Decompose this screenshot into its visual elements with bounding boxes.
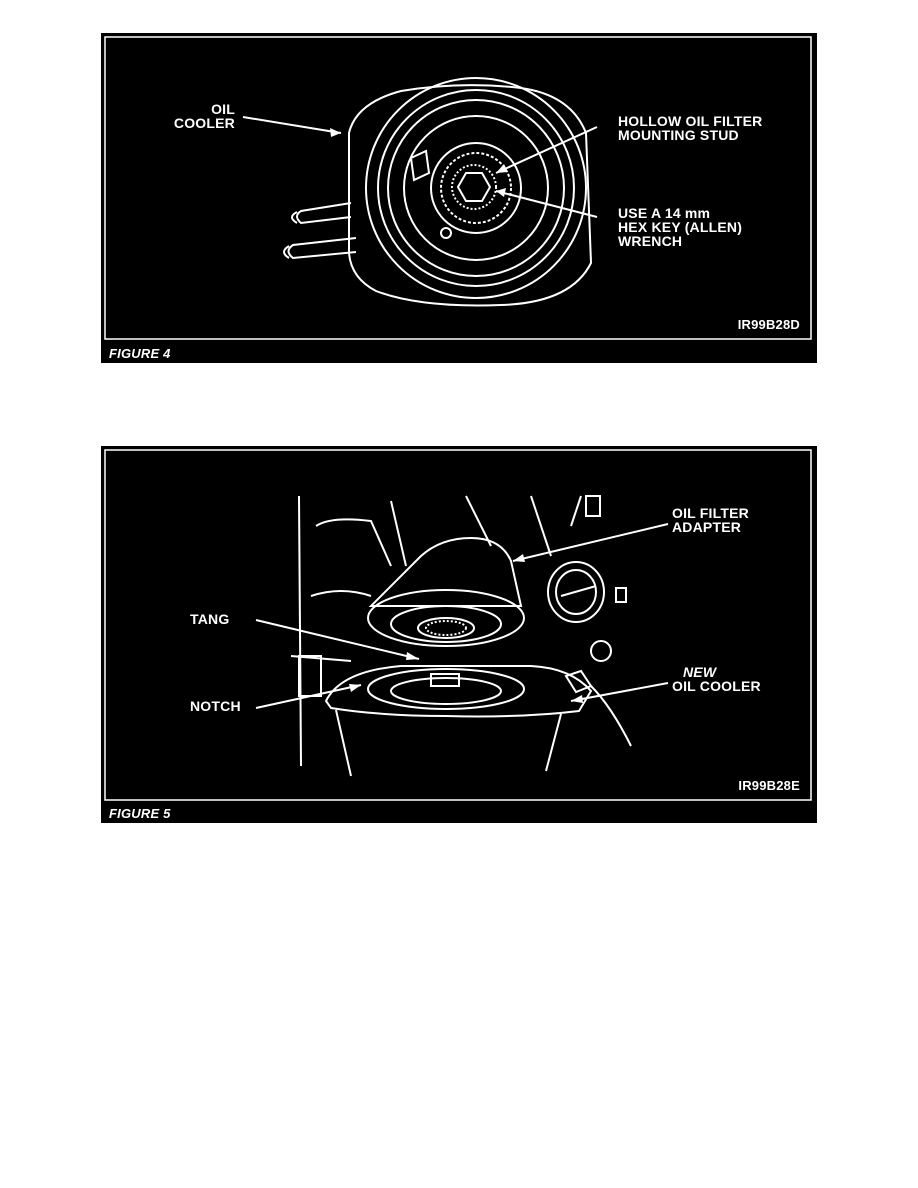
label-new-oil-cooler: NEW OIL COOLER (672, 664, 761, 694)
oil-cooler-illustration (104, 36, 812, 340)
label-oil-cooler: OIL COOLER (173, 101, 235, 131)
label-hollow-oil-filter-mounting-stud: HOLLOW OIL FILTER MOUNTING STUD (618, 113, 763, 143)
label-tang: TANG (190, 611, 230, 627)
label-hex-key-wrench: USE A 14 mm HEX KEY (ALLEN) WRENCH (618, 205, 743, 249)
label-notch: NOTCH (190, 698, 241, 714)
label-oil-filter-adapter: OIL FILTER ADAPTER (672, 505, 749, 535)
oil-filter-adapter-illustration (104, 449, 812, 801)
figure-4: OIL COOLER HOLLOW OIL FILTER MOUNTING ST… (101, 33, 817, 363)
figure-code: IR99B28D (737, 317, 800, 332)
figure-5: OIL FILTER ADAPTER TANG NOTCH NEW OIL CO… (101, 446, 817, 823)
figure-caption: FIGURE 5 (109, 806, 171, 821)
figure-caption: FIGURE 4 (109, 346, 171, 361)
figure-code: IR99B28E (738, 778, 800, 793)
